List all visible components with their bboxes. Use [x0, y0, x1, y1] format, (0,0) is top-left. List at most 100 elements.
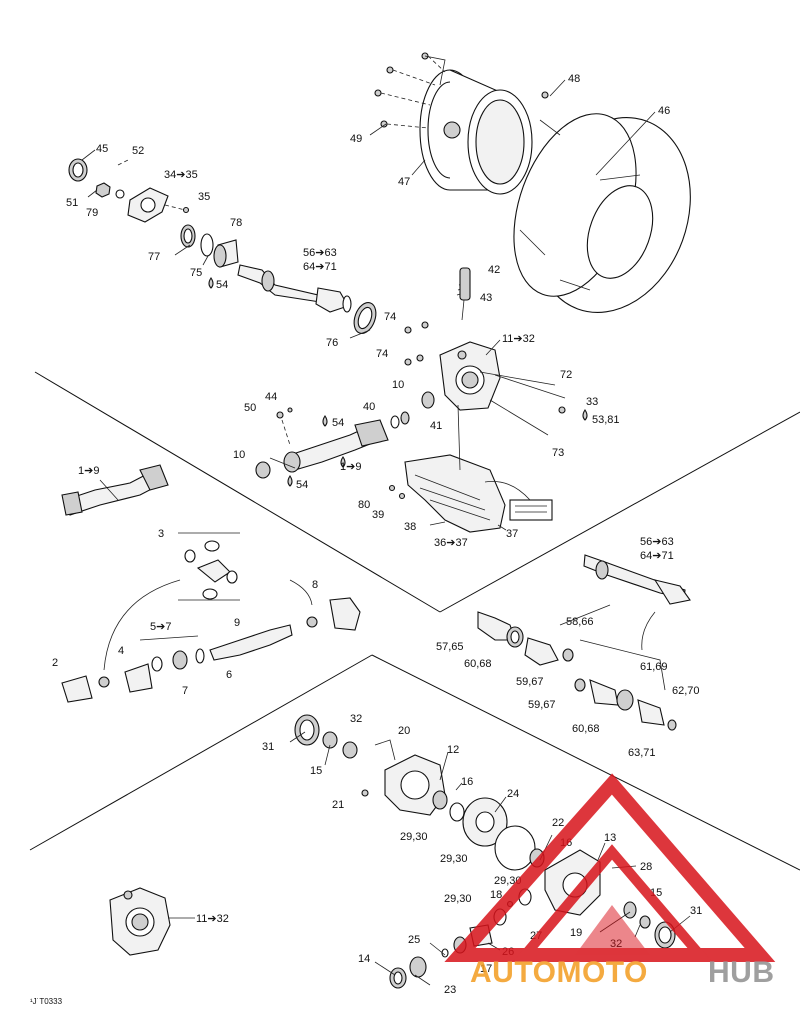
callout-16-a: 16: [461, 776, 473, 788]
callout-10-a: 10: [392, 379, 404, 391]
yokes-and-shaft: [61, 579, 361, 703]
oil-seal: [353, 302, 377, 334]
tire: [513, 113, 691, 313]
callout-56-63-b: 56➔63: [640, 536, 674, 548]
callout-29-30-b: 29,30: [440, 853, 468, 865]
callout-49: 49: [350, 133, 362, 145]
callout-14: 14: [358, 953, 370, 965]
callout-8: 8: [312, 579, 318, 591]
callout-64-71-a: 64➔71: [303, 261, 337, 273]
callout-5-7: 5➔7: [150, 621, 171, 633]
callout-74-a: 74: [384, 311, 396, 323]
callout-11-32-a: 11➔32: [502, 333, 535, 345]
wheel-rim: [419, 69, 533, 195]
callout-54-a: 54: [216, 279, 228, 291]
callout-11-32-b: 11➔32: [196, 913, 229, 925]
oil-drop-icon: [208, 277, 588, 487]
callout-40: 40: [363, 401, 375, 413]
callout-41: 41: [430, 420, 442, 432]
part-labels: 48 46 49 47 45 52 34➔35 51 79 35 78 77 7…: [30, 73, 702, 1006]
callout-7: 7: [182, 685, 188, 697]
callout-23: 23: [444, 984, 456, 996]
callout-36-37: 36➔37: [434, 537, 468, 549]
callout-28: 28: [640, 861, 652, 873]
callout-24: 24: [507, 788, 519, 800]
callout-62-70: 62,70: [672, 685, 700, 697]
callout-51: 51: [66, 197, 78, 209]
knuckle-lower: [109, 887, 171, 956]
callout-44: 44: [265, 391, 277, 403]
callout-32-a: 32: [350, 713, 362, 725]
callout-12: 12: [447, 744, 459, 756]
callout-2: 2: [52, 657, 58, 669]
callout-52: 52: [132, 145, 144, 157]
spring-and-pin: [456, 267, 471, 321]
callout-48: 48: [568, 73, 580, 85]
callout-63-71: 63,71: [628, 747, 656, 759]
callout-57-65: 57,65: [436, 641, 464, 653]
callout-75: 75: [190, 267, 202, 279]
callout-59-67-a: 59,67: [516, 676, 544, 688]
hub-parts: [68, 158, 239, 268]
mid-drive-shaft: [255, 407, 389, 479]
wheel-nuts: [374, 52, 549, 129]
callout-17: 17: [480, 963, 492, 975]
callout-3: 3: [158, 528, 164, 540]
section-dividers: [29, 371, 800, 871]
callout-1-9-a: 1➔9: [340, 461, 361, 473]
callout-33: 33: [586, 396, 598, 408]
callout-37: 37: [506, 528, 518, 540]
callout-80: 80: [358, 499, 370, 511]
callout-4: 4: [118, 645, 124, 657]
callout-74-b: 74: [376, 348, 388, 360]
callout-79: 79: [86, 207, 98, 219]
watermark-text-hub: HUB: [708, 956, 775, 989]
callout-46: 46: [658, 105, 670, 117]
callout-42: 42: [488, 264, 500, 276]
callout-76: 76: [326, 337, 338, 349]
callout-47: 47: [398, 176, 410, 188]
callout-15-a: 15: [310, 765, 322, 777]
callout-25: 25: [408, 934, 420, 946]
callout-1-9-b: 1➔9: [78, 465, 99, 477]
callout-73: 73: [552, 447, 564, 459]
callout-78: 78: [230, 217, 242, 229]
callout-64-71-b: 64➔71: [640, 550, 674, 562]
callout-29-30-d: 29,30: [444, 893, 472, 905]
callout-9: 9: [234, 617, 240, 629]
front-differential-parts: [294, 714, 676, 989]
callout-72: 72: [560, 369, 572, 381]
callout-29-30-a: 29,30: [400, 831, 428, 843]
callout-60-68-a: 60,68: [464, 658, 492, 670]
callout-59-67-b: 59,67: [528, 699, 556, 711]
callout-54-c: 54: [296, 479, 308, 491]
watermark-text-automoto: AUTOMOTO: [470, 956, 648, 989]
callout-22: 22: [552, 817, 564, 829]
callout-60-68-b: 60,68: [572, 723, 600, 735]
knuckle-upper: [439, 341, 566, 436]
callout-21: 21: [332, 799, 344, 811]
callout-34-35: 34➔35: [164, 169, 198, 181]
figure-code: ¹J˙T0333: [30, 997, 63, 1006]
axle-shaft-assembly: [477, 554, 691, 731]
callout-50: 50: [244, 402, 256, 414]
automotohub-watermark-logo: AUTOMOTO HUB: [444, 773, 776, 989]
callout-19: 19: [570, 927, 582, 939]
callout-31-a: 31: [262, 741, 274, 753]
callout-38: 38: [404, 521, 416, 533]
callout-39: 39: [372, 509, 384, 521]
callout-20: 20: [398, 725, 410, 737]
callout-56-63-a: 56➔63: [303, 247, 337, 259]
small-fasteners: [390, 321, 566, 429]
u-joint-kit: [178, 532, 240, 601]
callout-77: 77: [148, 251, 160, 263]
callout-53-81: 53,81: [592, 414, 620, 426]
callout-61-69: 61,69: [640, 661, 668, 673]
callout-6: 6: [226, 669, 232, 681]
callout-10-b: 10: [233, 449, 245, 461]
skid-guard: [388, 404, 553, 533]
callout-54-b: 54: [332, 417, 344, 429]
callout-18: 18: [490, 889, 502, 901]
callout-58-66: 58,66: [566, 616, 594, 628]
